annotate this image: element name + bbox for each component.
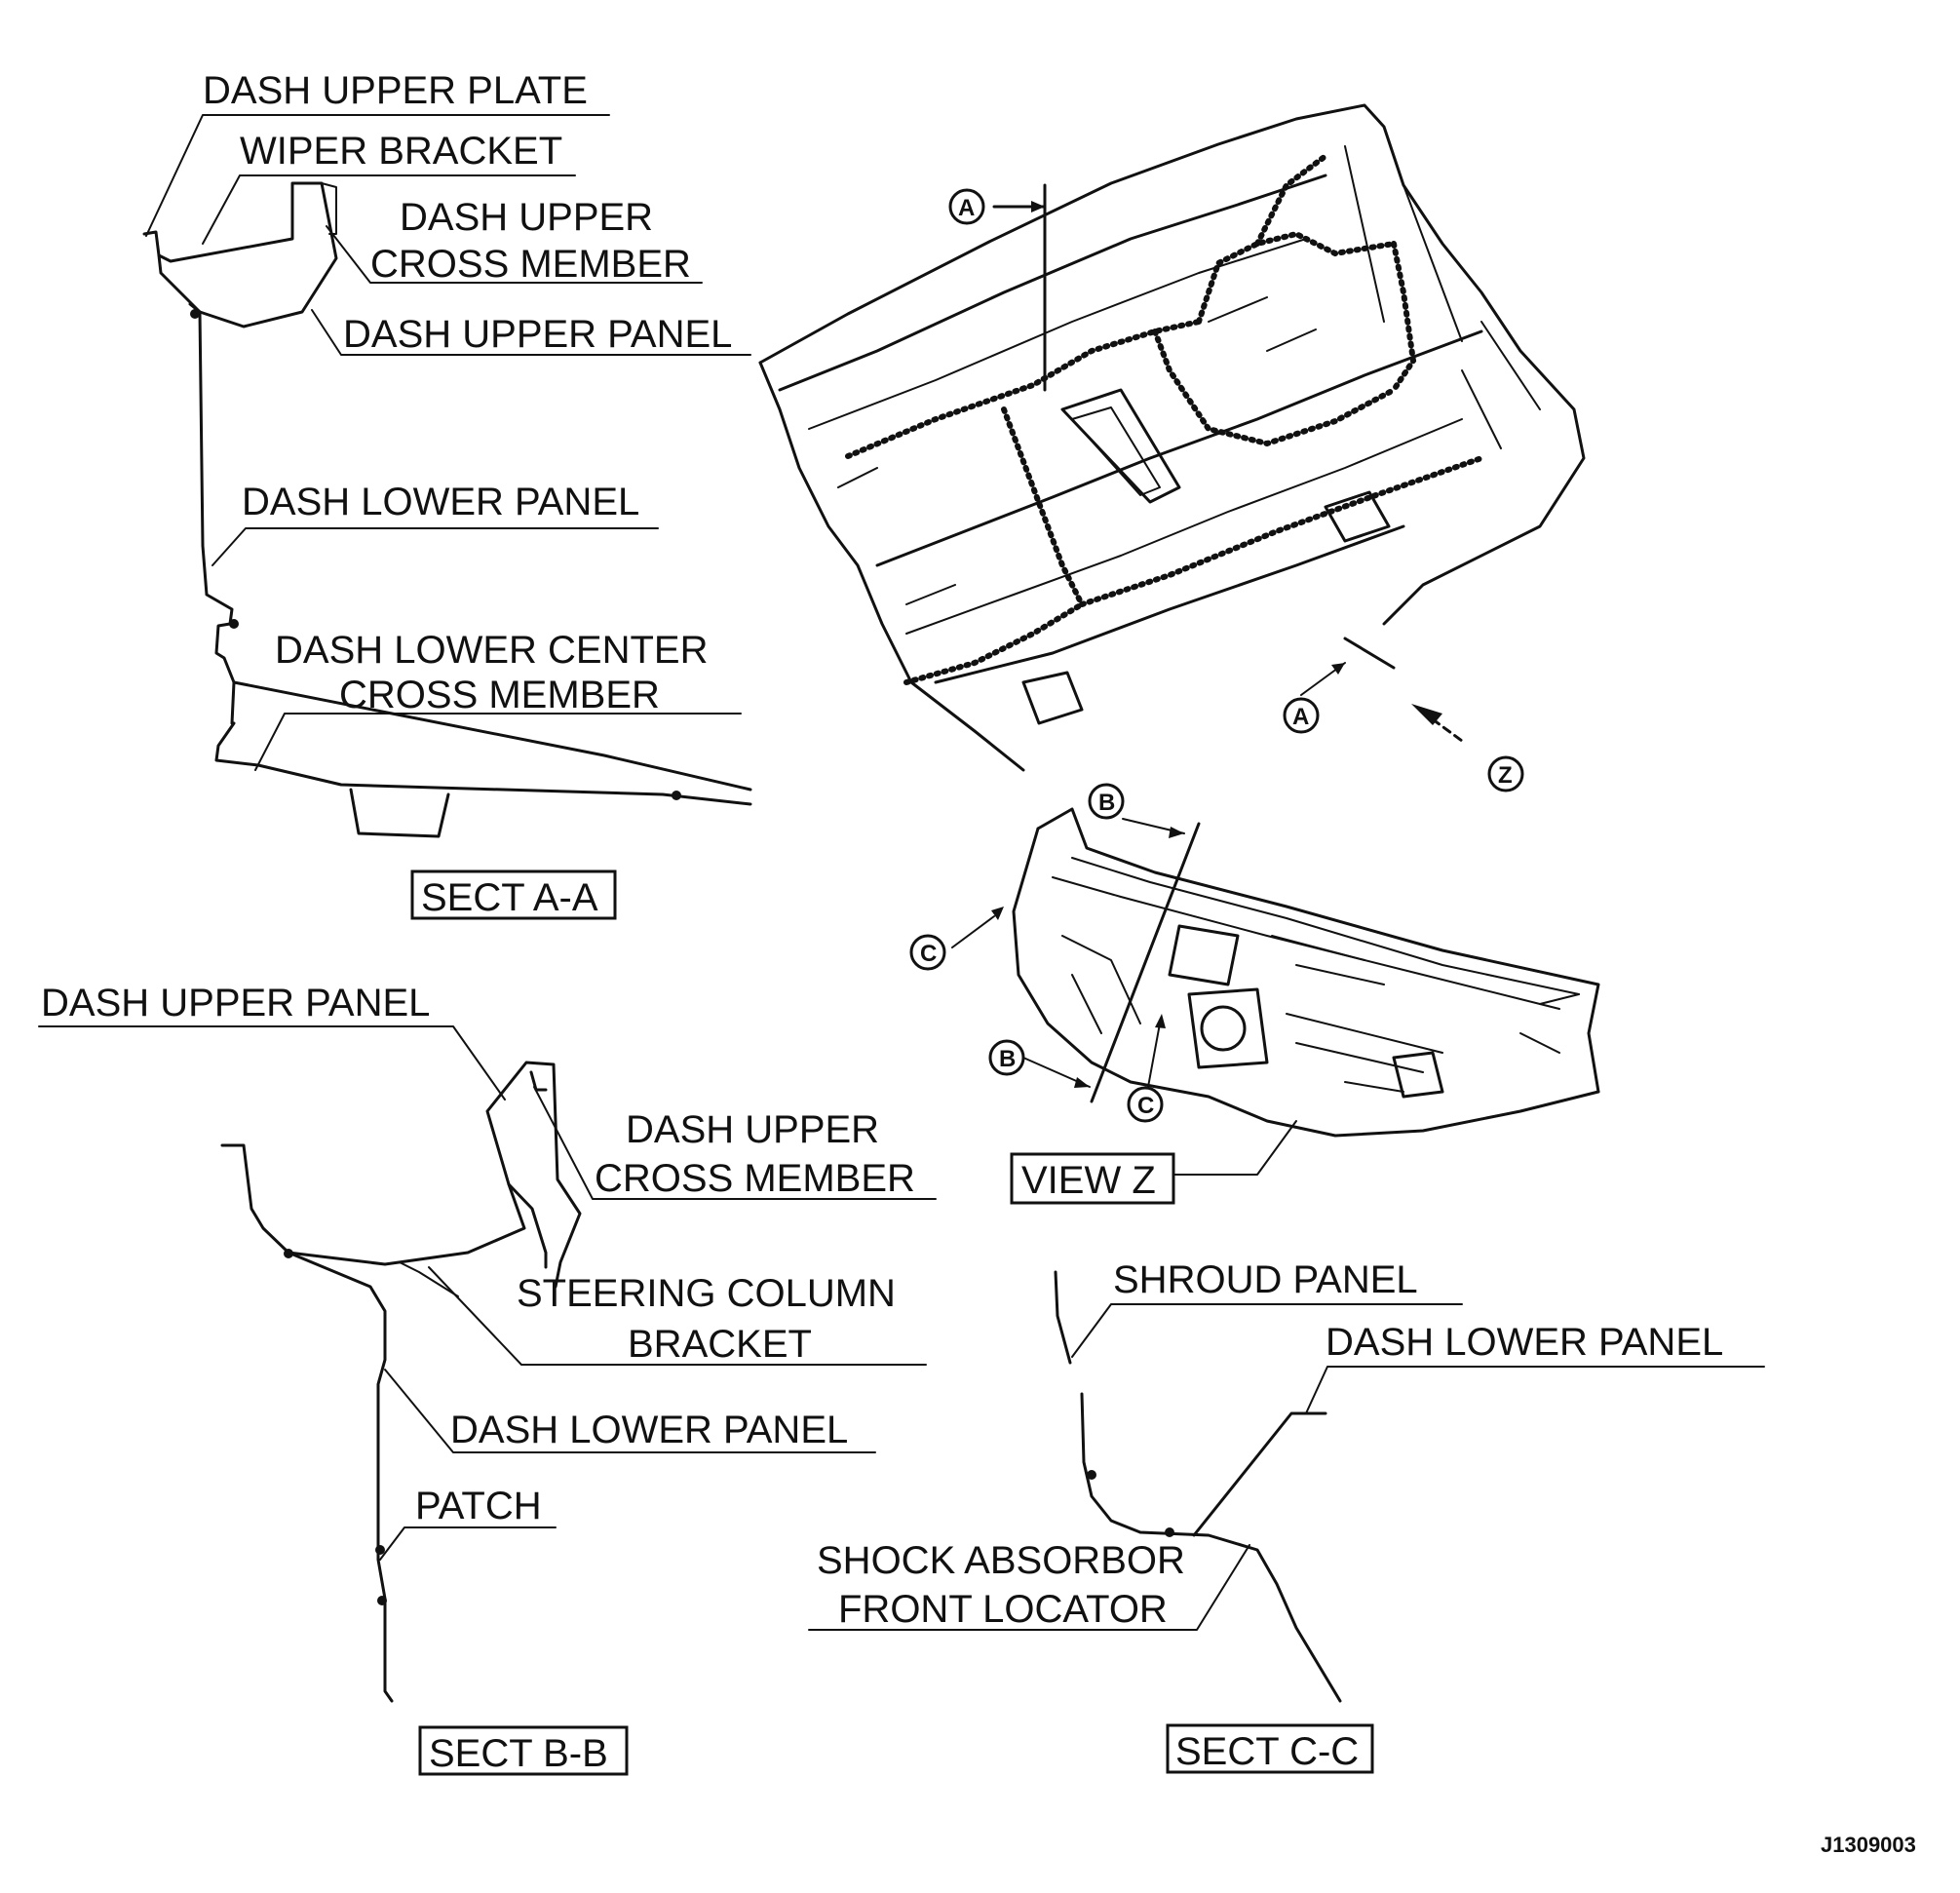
sect-aa-group: DASH UPPER PLATE WIPER BRACKET DASH UPPE…: [142, 69, 752, 920]
sect-aa-label-dash-upper-plate: DASH UPPER PLATE: [203, 69, 588, 112]
marker-c-bottom: [1127, 1086, 1164, 1123]
sect-bb-label-steering-column-bracket-2: BRACKET: [628, 1323, 812, 1366]
sect-bb-label-steering-column-bracket-1: STEERING COLUMN: [517, 1272, 896, 1315]
marker-c-bottom-label: C: [1137, 1093, 1154, 1119]
diagram-id: J1309003: [1821, 1833, 1916, 1857]
sect-cc-label-shroud-panel: SHROUD PANEL: [1113, 1258, 1418, 1301]
marker-c-left-label: C: [920, 941, 937, 967]
sect-aa-label-dash-upper-cross-member-1: DASH UPPER: [400, 196, 653, 239]
sect-aa-label-dash-lower-center-cross-member-1: DASH LOWER CENTER: [275, 629, 709, 672]
sect-bb-label-dash-upper-panel: DASH UPPER PANEL: [41, 982, 430, 1024]
sect-bb-label-dash-upper-cross-member-1: DASH UPPER: [626, 1108, 879, 1151]
view-z-group: [951, 807, 1600, 1176]
sect-aa-label-dash-lower-panel: DASH LOWER PANEL: [242, 481, 639, 523]
sect-aa-label-dash-upper-cross-member-2: CROSS MEMBER: [370, 243, 691, 286]
view-z-title: VIEW Z: [1021, 1159, 1156, 1202]
sect-bb-label-patch: PATCH: [415, 1485, 542, 1527]
sect-aa-title-box: [410, 869, 617, 920]
marker-a-bottom: [1283, 697, 1320, 734]
sect-cc-label-shock-absorbor-front-locator-1: SHOCK ABSORBOR: [817, 1539, 1185, 1582]
marker-c-left: [909, 934, 946, 971]
sect-aa-title: SECT A-A: [421, 876, 598, 919]
marker-b-bottom: [988, 1039, 1025, 1076]
marker-a-top: [948, 188, 985, 225]
marker-a-top-label: A: [958, 195, 975, 221]
sect-cc-title-box: [1166, 1723, 1374, 1774]
sect-aa-label-dash-lower-center-cross-member-2: CROSS MEMBER: [339, 674, 660, 716]
marker-a-bottom-label: A: [1292, 704, 1309, 730]
sect-bb-title-box: [418, 1725, 629, 1776]
marker-b-bottom-label: B: [999, 1046, 1016, 1072]
sect-cc-title: SECT C-C: [1175, 1730, 1359, 1773]
sect-bb-title: SECT B-B: [429, 1732, 608, 1775]
sect-aa-label-dash-upper-panel: DASH UPPER PANEL: [343, 313, 732, 356]
sect-bb-group: DASH UPPER PANEL DASH UPPER CROSS MEMBER…: [38, 982, 937, 1776]
marker-b-top: [1088, 783, 1125, 820]
view-z-title-box: [1010, 1152, 1175, 1205]
marker-z: [1487, 755, 1524, 792]
sect-bb-label-dash-upper-cross-member-2: CROSS MEMBER: [595, 1157, 915, 1200]
marker-b-top-label: B: [1098, 790, 1115, 816]
sect-cc-label-shock-absorbor-front-locator-2: FRONT LOCATOR: [838, 1588, 1168, 1631]
marker-z-label: Z: [1498, 762, 1513, 789]
sect-cc-label-dash-lower-panel: DASH LOWER PANEL: [1326, 1321, 1723, 1364]
sect-aa-label-wiper-bracket: WIPER BRACKET: [240, 130, 562, 173]
body-isometric-view: [758, 103, 1586, 772]
sect-bb-label-dash-lower-panel: DASH LOWER PANEL: [450, 1409, 848, 1451]
sect-cc-group: SHROUD PANEL DASH LOWER PANEL SHOCK ABSO…: [808, 1258, 1765, 1774]
